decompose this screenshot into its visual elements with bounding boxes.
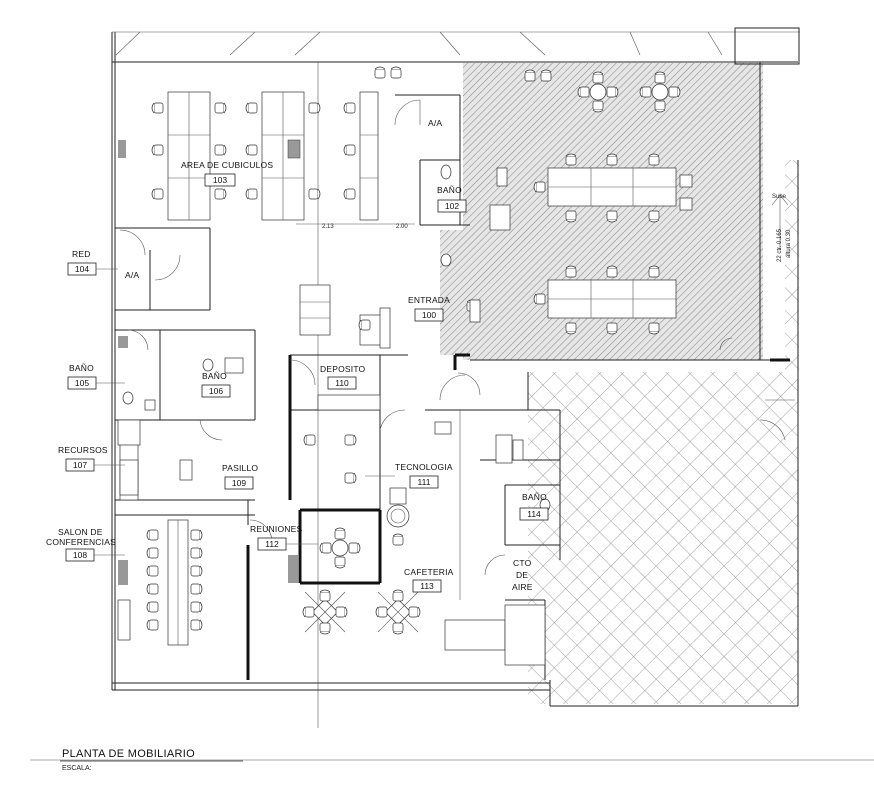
aa-label: A/A xyxy=(125,270,139,280)
room-number: 112 xyxy=(265,539,279,549)
salon-label-line2: CONFERENCIAS xyxy=(46,537,116,547)
open-office-tables xyxy=(466,69,693,335)
room-number: 107 xyxy=(73,460,87,470)
dimension-label: 2.13 xyxy=(322,224,334,230)
dimension-label: 2.00 xyxy=(396,224,408,230)
room-name: BAÑO xyxy=(69,363,94,373)
room-name: RECURSOS xyxy=(58,445,108,455)
room-name: BAÑO xyxy=(202,371,227,381)
room-name: BAÑO xyxy=(522,492,547,502)
room-number: 105 xyxy=(75,378,89,388)
crosshatched-zone-lower xyxy=(528,372,798,704)
title-block: PLANTA DE MOBILIARIO ESCALA: xyxy=(60,748,243,772)
room-name: DEPOSITO xyxy=(320,364,366,374)
room-labels: AREA DE CUBICULOS 103 A/A BAÑO 102 RED 1… xyxy=(46,118,549,593)
room-number: 109 xyxy=(232,478,246,488)
fixtures xyxy=(117,164,795,666)
room-number: 102 xyxy=(445,201,459,211)
room-name: AREA DE CUBICULOS xyxy=(181,160,273,170)
cto-label-line3: AIRE xyxy=(512,582,533,592)
room-number: 104 xyxy=(75,264,89,274)
room-number: 113 xyxy=(420,581,434,591)
room-name: ENTRADA xyxy=(408,295,450,305)
room-name: REUNIONES xyxy=(250,524,302,534)
room-furniture xyxy=(117,394,420,646)
room-number: 114 xyxy=(527,509,541,519)
room-name: CAFETERIA xyxy=(404,567,454,577)
stair-note: 22 ctr. 0.165 xyxy=(777,228,783,262)
room-number: 110 xyxy=(335,378,349,388)
room-number: 103 xyxy=(213,175,227,185)
cubicle-desks xyxy=(118,66,415,225)
room-name: TECNOLOGIA xyxy=(395,462,453,472)
room-name: RED xyxy=(72,249,91,259)
thick-walls xyxy=(246,353,790,680)
salon-label-line1: SALON DE xyxy=(58,527,103,537)
cto-label-line1: CTO xyxy=(513,558,532,568)
plan-title: PLANTA DE MOBILIARIO xyxy=(62,748,195,760)
stair-note: altura 0.30 xyxy=(786,229,792,258)
outer-walls xyxy=(30,27,874,761)
room-number: 108 xyxy=(73,550,87,560)
cto-label-line2: DE xyxy=(516,570,528,580)
scale-label: ESCALA: xyxy=(62,765,92,772)
aa-label: A/A xyxy=(428,118,442,128)
room-number: 106 xyxy=(209,386,223,396)
room-number: 100 xyxy=(422,310,436,320)
room-number: 111 xyxy=(418,477,431,487)
room-name: BAÑO xyxy=(437,185,462,195)
room-name: PASILLO xyxy=(222,463,258,473)
stair-sube-label: Sube xyxy=(772,194,787,200)
